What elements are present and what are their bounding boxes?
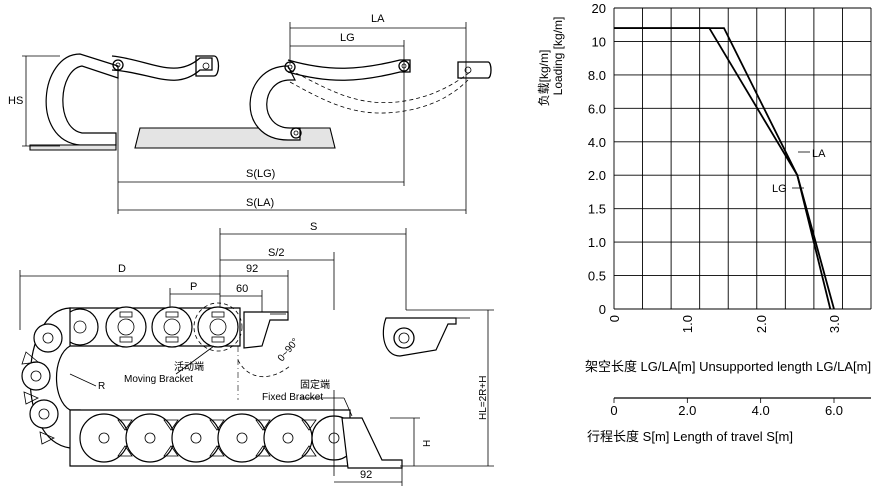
- moving-bracket-cn: 活动端: [174, 360, 204, 373]
- hs-label: HS: [8, 95, 23, 107]
- s-dim: S: [310, 221, 317, 233]
- s-half-dim: S/2: [268, 247, 285, 259]
- hl-dim: HL=2R+H: [478, 376, 489, 420]
- fixed-bracket-cn: 固定端: [300, 378, 330, 391]
- x-tick-label: 2.0: [754, 315, 769, 333]
- chart-x-ticks: 0 1.0 2.0 3.0: [607, 315, 842, 333]
- x2-axis-label: 行程长度 S[m] Length of travel S[m]: [587, 429, 793, 444]
- x2-tick-label: 6.0: [825, 403, 843, 418]
- chain-upper-row: [61, 302, 243, 352]
- dim-92-top: 92: [246, 263, 258, 275]
- dim-92-bottom: 92: [360, 469, 372, 481]
- side-view-diagram: LA LG HS S(LG) S(LA): [8, 13, 492, 214]
- d-dim: D: [118, 263, 126, 275]
- chart-grid: [613, 7, 872, 310]
- installation-diagram: S S/2 D 92 P 60: [19, 221, 494, 486]
- r-label: R: [98, 381, 105, 392]
- y-tick-label: 2.0: [588, 168, 606, 183]
- la-label: LA: [371, 13, 385, 25]
- y-tick-label: 0: [599, 302, 606, 317]
- x2-tick-label: 0: [610, 403, 617, 418]
- series-line-la: [614, 27, 835, 310]
- y-tick-label: 20: [592, 1, 606, 16]
- s-la-label: S(LA): [246, 197, 274, 209]
- p-dim: P: [190, 281, 197, 293]
- chart-x2-ticks: 0 2.0 4.0 6.0: [610, 397, 871, 418]
- load-chart: 0 0.5 1.0 1.5 2.0 4.0 6.0 8.0 10 20 0 1.0 2.0 3.0 0 2…: [537, 1, 872, 444]
- x2-tick-label: 4.0: [752, 403, 770, 418]
- x-tick-label: 3.0: [827, 315, 842, 333]
- x2-tick-label: 2.0: [678, 403, 696, 418]
- chart-series: [614, 27, 835, 310]
- h-dim: H: [422, 440, 433, 447]
- y-tick-label: 8.0: [588, 68, 606, 83]
- chain-bend: R: [21, 307, 105, 449]
- x-tick-label: 1.0: [680, 315, 695, 333]
- y-axis-label-cn: 负载[kg/m]: [537, 50, 551, 107]
- y-axis-label-en: Loading [kg/m]: [551, 17, 565, 96]
- x-tick-label: 0: [607, 315, 622, 322]
- fixed-bracket-en: Fixed Bracket: [262, 392, 323, 403]
- chain-lower-row: [69, 409, 357, 467]
- series-line-lg: [614, 27, 832, 310]
- y-tick-label: 0.5: [588, 269, 606, 284]
- series-label-la: LA: [812, 148, 826, 160]
- y-tick-label: 1.0: [588, 235, 606, 250]
- angle-label: 0~90°: [276, 337, 301, 364]
- y-tick-label: 6.0: [588, 101, 606, 116]
- lg-label: LG: [340, 32, 355, 44]
- chart-y-ticks: 0 0.5 1.0 1.5 2.0 4.0 6.0 8.0 10 20: [588, 1, 606, 317]
- y-tick-label: 1.5: [588, 202, 606, 217]
- y-tick-label: 4.0: [588, 135, 606, 150]
- x-axis-label: 架空长度 LG/LA[m] Unsupported length LG/LA[m…: [585, 359, 871, 374]
- s-lg-label: S(LG): [246, 168, 275, 180]
- y-tick-label: 10: [592, 34, 606, 49]
- moving-bracket-en: Moving Bracket: [124, 374, 193, 385]
- dim-60: 60: [236, 283, 248, 295]
- series-label-lg: LG: [772, 183, 787, 195]
